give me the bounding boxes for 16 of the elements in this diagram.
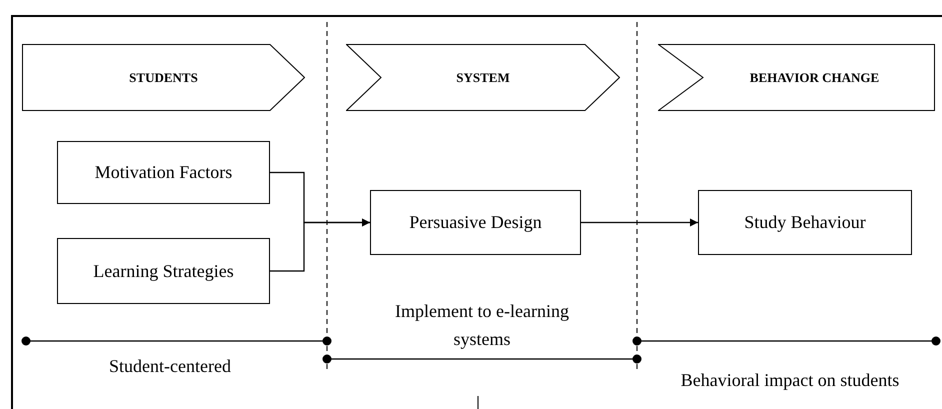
process-box — [57, 141, 270, 204]
process-box — [370, 190, 581, 255]
box-text: Motivation Factors — [94, 161, 234, 184]
stage-heading: SYSTEM — [456, 68, 510, 87]
arrow — [270, 218, 370, 272]
box-text: Learning Strategies — [92, 260, 235, 283]
box-text: Persuasive Design — [408, 211, 543, 234]
stage-heading: BEHAVIOR CHANGE — [748, 68, 880, 87]
process-box — [57, 238, 270, 304]
chevron-banner — [658, 44, 935, 111]
box-text: Study Behaviour — [743, 211, 867, 234]
chevron-banner — [346, 44, 620, 111]
process-box — [698, 190, 912, 255]
stage-heading: STUDENTS — [129, 68, 198, 87]
arrow — [581, 218, 698, 226]
chevron-banner — [22, 44, 305, 111]
